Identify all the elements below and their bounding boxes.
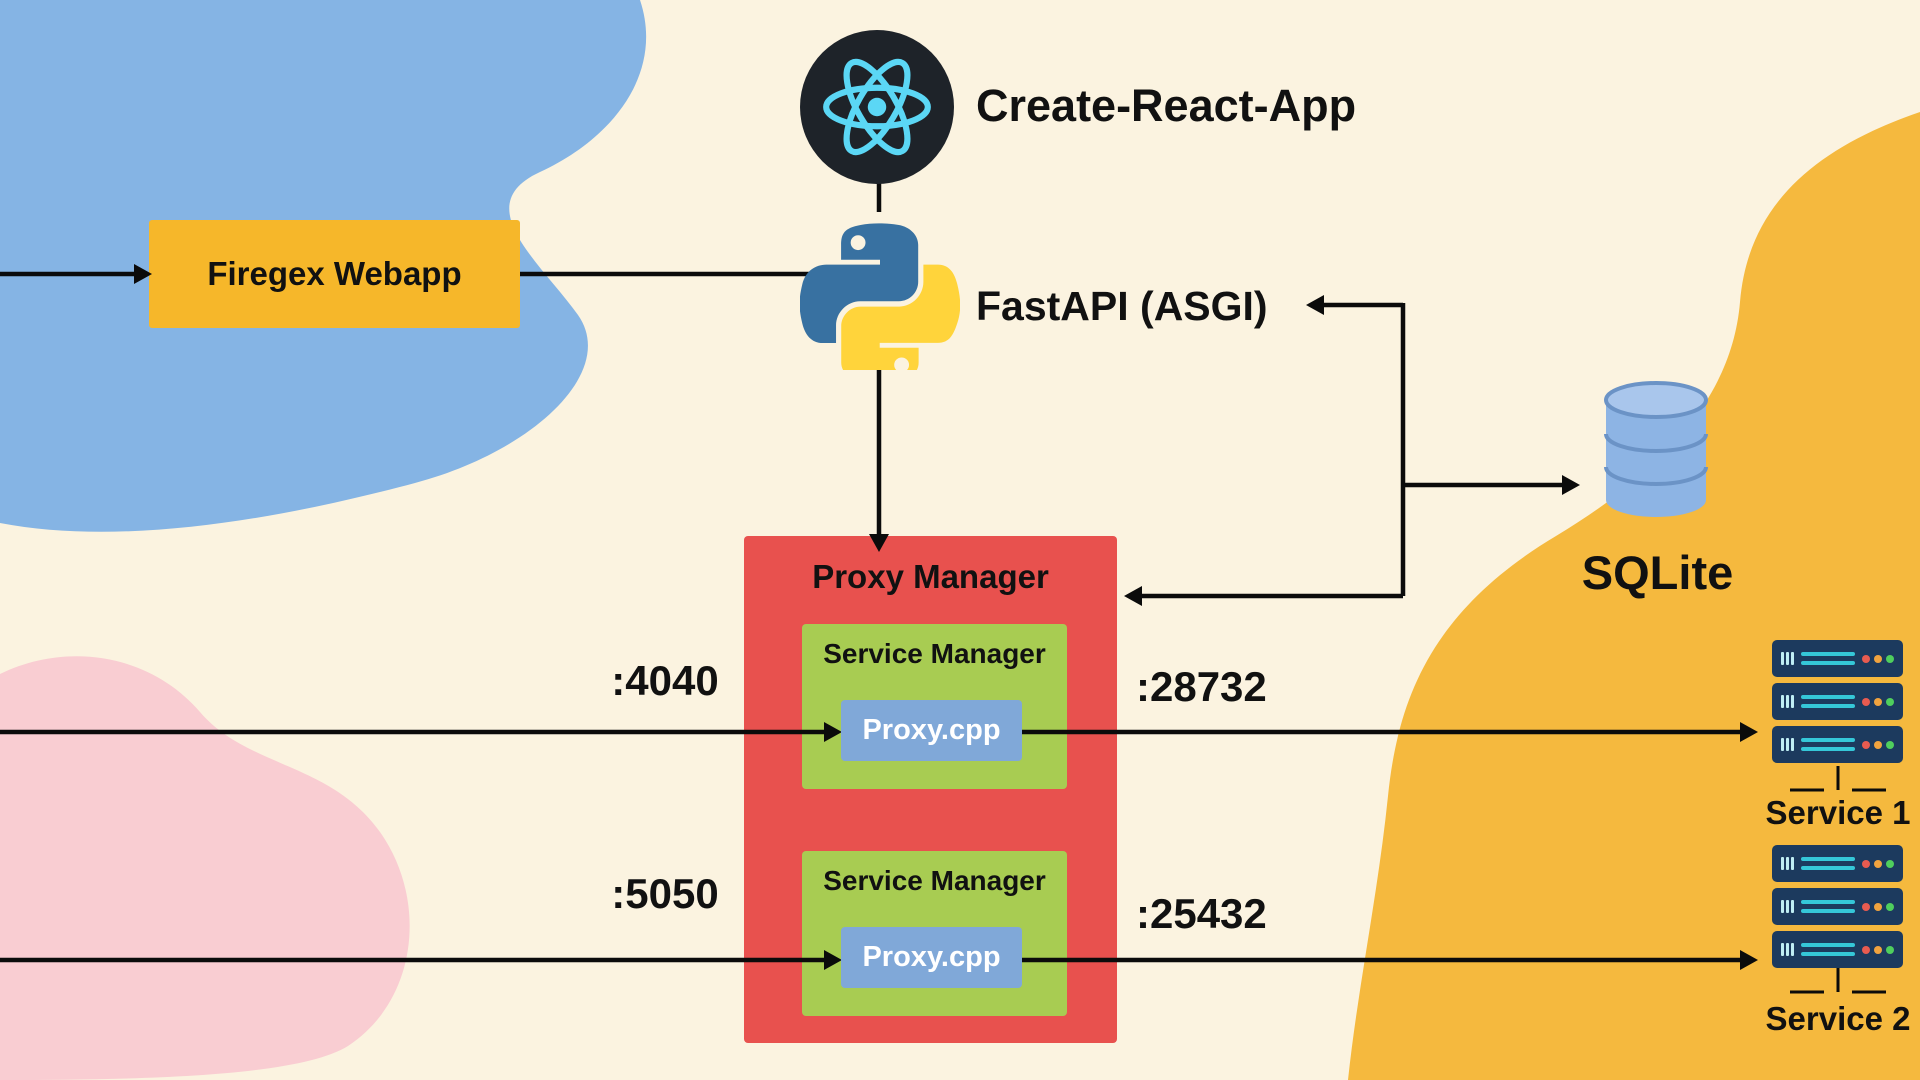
server-unit bbox=[1772, 640, 1903, 677]
sqlite-database-icon bbox=[1598, 378, 1714, 523]
port-out-2: :25432 bbox=[1136, 890, 1267, 937]
server-vents-icon bbox=[1801, 652, 1855, 665]
proxy-cpp-2-node: Proxy.cpp bbox=[841, 927, 1022, 988]
server-status-lights-icon bbox=[1862, 859, 1894, 868]
server-unit bbox=[1772, 931, 1903, 968]
server-led-bars-icon bbox=[1781, 943, 1794, 956]
port-in-1: :4040 bbox=[611, 657, 719, 704]
server-rack-1-icon bbox=[1772, 640, 1903, 769]
service-2-label: Service 2 bbox=[1765, 1000, 1911, 1037]
port-out-1: :28732 bbox=[1136, 663, 1267, 710]
server-vents-icon bbox=[1801, 695, 1855, 708]
firegex-webapp-node: Firegex Webapp bbox=[149, 220, 520, 328]
server-vents-icon bbox=[1801, 900, 1855, 913]
sqlite-label: SQLite bbox=[1581, 546, 1734, 599]
server-led-bars-icon bbox=[1781, 738, 1794, 751]
server-led-bars-icon bbox=[1781, 857, 1794, 870]
server-status-lights-icon bbox=[1862, 740, 1894, 749]
server-status-lights-icon bbox=[1862, 654, 1894, 663]
server-rack-2-icon bbox=[1772, 845, 1903, 974]
server-led-bars-icon bbox=[1781, 900, 1794, 913]
service-manager-1-title: Service Manager bbox=[823, 638, 1046, 669]
port-in-2: :5050 bbox=[611, 870, 719, 917]
server-status-lights-icon bbox=[1862, 697, 1894, 706]
server-unit bbox=[1772, 845, 1903, 882]
react-icon bbox=[800, 30, 954, 184]
server-led-bars-icon bbox=[1781, 695, 1794, 708]
server-unit bbox=[1772, 683, 1903, 720]
service-1-label: Service 1 bbox=[1765, 794, 1911, 831]
server-unit bbox=[1772, 726, 1903, 763]
proxy-cpp-2-label: Proxy.cpp bbox=[862, 941, 1001, 973]
service-manager-2-title: Service Manager bbox=[823, 865, 1046, 896]
server-unit bbox=[1772, 888, 1903, 925]
server-status-lights-icon bbox=[1862, 945, 1894, 954]
pink-blob bbox=[0, 656, 410, 1080]
server-status-lights-icon bbox=[1862, 902, 1894, 911]
fastapi-label: FastAPI (ASGI) bbox=[976, 283, 1268, 329]
server-vents-icon bbox=[1801, 943, 1855, 956]
server-vents-icon bbox=[1801, 738, 1855, 751]
server-vents-icon bbox=[1801, 857, 1855, 870]
python-icon bbox=[799, 210, 961, 385]
server-led-bars-icon bbox=[1781, 652, 1794, 665]
proxy-cpp-1-node: Proxy.cpp bbox=[841, 700, 1022, 761]
firegex-webapp-label: Firegex Webapp bbox=[207, 255, 462, 292]
react-label: Create-React-App bbox=[976, 80, 1357, 131]
yellow-blob bbox=[1348, 112, 1920, 1080]
proxy-cpp-1-label: Proxy.cpp bbox=[862, 714, 1001, 746]
proxy-manager-title: Proxy Manager bbox=[812, 558, 1049, 595]
